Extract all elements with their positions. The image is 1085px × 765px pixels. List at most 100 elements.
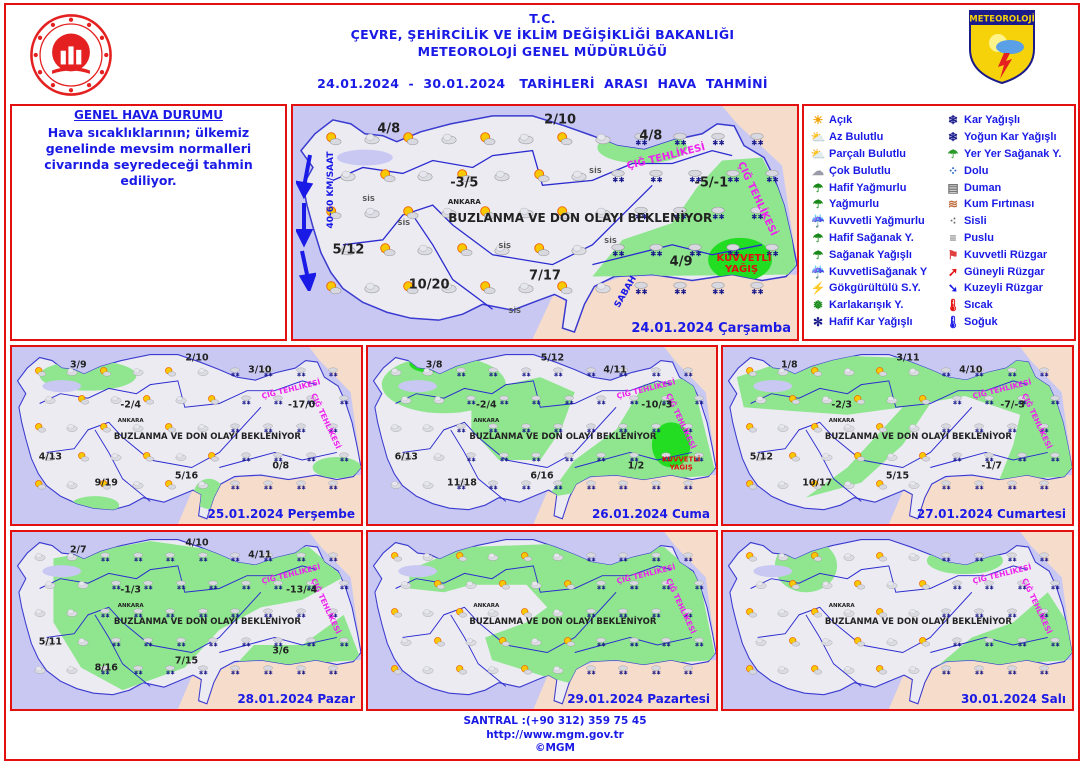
cloud-icon (417, 245, 433, 256)
cloud-icon (67, 424, 78, 433)
snow-icon (1039, 665, 1049, 675)
legend-label: Az Bulutlu (829, 131, 884, 144)
sun-cloud-icon (403, 206, 419, 220)
cloud-icon (132, 368, 144, 376)
cloud-icon (755, 581, 767, 589)
cloud-icon (197, 424, 209, 433)
temperature-label: -1/3 (120, 584, 141, 596)
snow-icon (553, 480, 563, 490)
temperature-label: 5/15 (885, 470, 910, 482)
page-frame (4, 3, 1080, 761)
cloud-icon (908, 666, 920, 674)
snow-icon (198, 608, 208, 618)
cloud-icon (518, 282, 534, 293)
turkey-land (16, 353, 361, 520)
snow-icon (1006, 367, 1017, 377)
snow-icon (338, 580, 349, 590)
ankara-label: ANKARA (473, 418, 500, 425)
footer-url[interactable]: http://www.mgm.gov.tr (486, 729, 624, 741)
snow-icon (165, 665, 175, 675)
snow-icon (1006, 608, 1017, 618)
legend-item: ☔KuvvetliSağanak Y (810, 263, 945, 280)
ankara-label: ANKARA (828, 603, 855, 610)
temperature-label: 3/11 (896, 352, 920, 364)
cloud-icon (34, 609, 46, 618)
snow-icon (328, 608, 338, 618)
map-date: 30.01.2024 Salı (960, 692, 1066, 706)
sun-cloud-icon (390, 551, 402, 562)
snow-icon (941, 367, 952, 377)
sun-cloud-icon (876, 608, 888, 618)
snow-icon (295, 367, 306, 377)
cloud-icon (778, 609, 789, 618)
sleet-icon: ❅ (812, 298, 824, 313)
temperature-label: -17/0 (288, 399, 316, 411)
snow-icon (618, 608, 628, 618)
temperature-label: 4/8 (377, 121, 401, 137)
snow-icon (263, 552, 273, 562)
region-borders (332, 149, 763, 310)
snow-icon (273, 637, 284, 647)
temperature-label: -2/4 (120, 399, 141, 411)
temperature-label: 2/10 (544, 112, 577, 128)
snow-icon (673, 281, 687, 295)
marmara-sea (42, 380, 82, 393)
cloud-icon (843, 553, 855, 561)
sun-cloud-icon (165, 366, 177, 377)
sun-cloud-icon (143, 451, 155, 462)
temperature-label: 4/11 (603, 364, 627, 376)
fog-label: SİS (604, 237, 617, 246)
fog-label: SİS (397, 218, 411, 227)
sun-cloud-icon (811, 551, 823, 562)
cloud-icon (487, 666, 499, 674)
legend-label: Sağanak Yağışlı (829, 248, 912, 261)
cloud-icon (821, 396, 832, 404)
snow-icon (765, 169, 779, 183)
snow-icon (230, 423, 241, 433)
snow-icon (273, 395, 284, 405)
snow-icon (230, 552, 241, 562)
legend-label: Hafif Kar Yağışlı (829, 315, 913, 328)
temperature-label: 4/10 (185, 537, 209, 549)
sun-cloud-icon (455, 608, 467, 618)
legend-item: ⚑Kuvvetli Rüzgar (945, 246, 1074, 263)
snow-icon (628, 637, 639, 647)
legend-item: ➚Güneyli Rüzgar (945, 263, 1074, 280)
snow-icon (1006, 665, 1017, 675)
sun-cloud-icon (35, 366, 46, 377)
legend-item: ☂Hafif Yağmurlu (810, 179, 945, 196)
snow-icon (208, 580, 218, 590)
hot-thermometer-icon: 🌡 (945, 298, 961, 313)
snow-icon (175, 637, 186, 647)
snow-icon (661, 580, 671, 590)
temperature-label: 8/16 (94, 662, 118, 674)
general-weather-title: GENEL HAVA DURUMU (74, 108, 223, 122)
temperature-label: 1/2 (627, 460, 645, 472)
cloud-icon (821, 453, 832, 461)
legend-item: ☔Kuvvetli Yağmurlu (810, 213, 945, 230)
snow-icon (984, 637, 995, 647)
legend-item: 🌡Sıcak (945, 297, 1074, 314)
turkey-land (300, 115, 797, 333)
temperature-label: 7/15 (174, 655, 199, 667)
snow-icon (726, 244, 740, 257)
snow-icon (531, 395, 541, 405)
sun-cloud-icon (876, 665, 888, 675)
snow-icon (673, 132, 687, 145)
legend-item: ❅Karlakarışık Y. (810, 297, 945, 314)
snow-icon (649, 244, 663, 257)
snow-icon (974, 665, 984, 675)
legend-label: Güneyli Rüzgar (964, 265, 1045, 278)
marmara-sea (753, 565, 793, 578)
snow-icon (683, 367, 693, 377)
ankara-label: ANKARA (117, 603, 144, 610)
cloud-icon (422, 666, 434, 674)
snow-icon (165, 608, 175, 618)
snow-icon (1006, 423, 1017, 433)
snow-icon (306, 637, 316, 647)
cloud-icon (595, 133, 611, 144)
cloud-icon (441, 133, 457, 144)
cloud-icon (843, 609, 855, 618)
